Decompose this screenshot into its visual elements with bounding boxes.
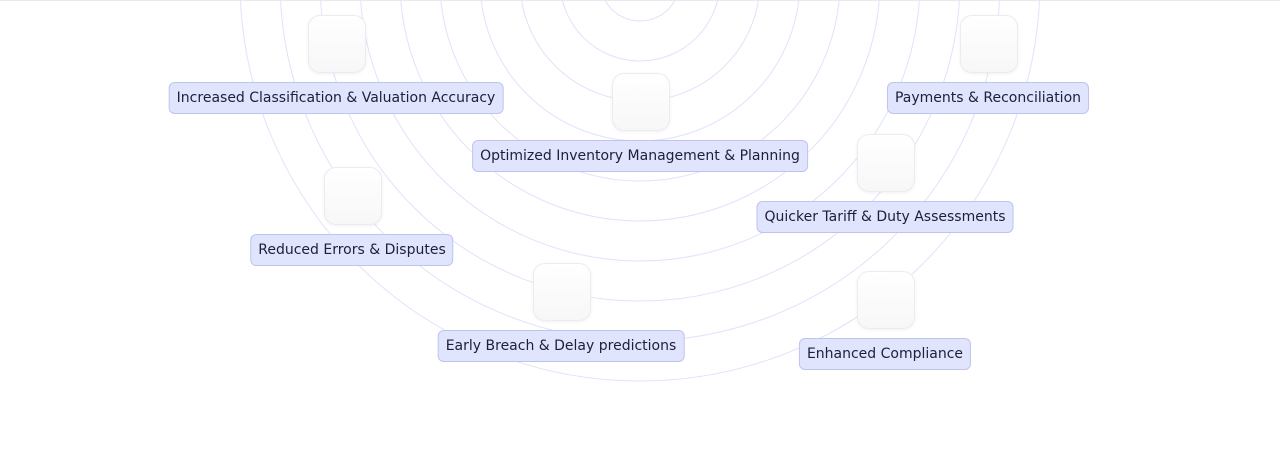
- node-icon-tile: [857, 134, 915, 192]
- ring: [604, 0, 676, 22]
- node-icon-tile: [308, 15, 366, 73]
- node-label: Reduced Errors & Disputes: [250, 234, 454, 266]
- node-icon-tile: [533, 263, 591, 321]
- node-label: Early Breach & Delay predictions: [437, 330, 685, 362]
- node-label: Enhanced Compliance: [798, 338, 972, 370]
- ring: [320, 0, 960, 302]
- node-icon-tile: [612, 73, 670, 131]
- ring: [440, 0, 840, 182]
- node-label: Increased Classification & Valuation Acc…: [168, 82, 504, 114]
- top-divider: [0, 0, 1280, 1]
- node-label: Quicker Tariff & Duty Assessments: [756, 201, 1014, 233]
- node-icon-tile: [960, 15, 1018, 73]
- ring: [360, 0, 920, 262]
- ring: [561, 0, 719, 62]
- ring: [240, 0, 1040, 382]
- node-icon-tile: [324, 167, 382, 225]
- node-label: Optimized Inventory Management & Plannin…: [472, 140, 808, 172]
- node-icon-tile: [857, 271, 915, 329]
- node-label: Payments & Reconciliation: [886, 82, 1090, 114]
- ring: [400, 0, 880, 222]
